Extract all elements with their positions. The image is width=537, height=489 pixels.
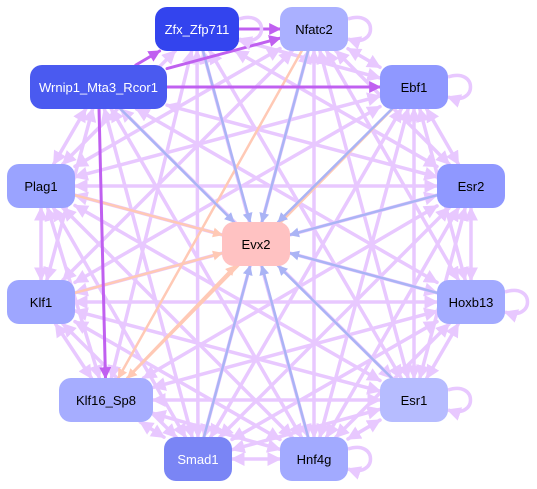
self-loop-ebf1	[446, 73, 473, 108]
edge-hoxb13-evx2	[288, 250, 439, 295]
node-klf1[interactable]: Klf1	[7, 280, 75, 324]
edge-esr1-evx2	[277, 264, 393, 380]
node-label: Evx2	[241, 236, 271, 252]
node-label: Klf16_Sp8	[76, 392, 136, 408]
node-label: Klf1	[29, 294, 53, 310]
edge-wrnip1-evx2	[119, 107, 236, 224]
node-wrnip1[interactable]: Wrnip1_Mta3_Rcor1	[30, 65, 167, 109]
edge-smad1-klf16	[138, 420, 166, 439]
edge-wrnip1-klf16	[97, 107, 112, 380]
edge-smad1-evx2	[202, 264, 253, 439]
edge-hnf4g-evx2	[259, 264, 310, 439]
node-label: Ebf1	[400, 79, 428, 95]
self-loop-esr1	[446, 386, 473, 421]
node-plag1[interactable]: Plag1	[7, 164, 75, 208]
node-smad1[interactable]: Smad1	[164, 437, 232, 481]
edge-ebf1-evx2	[276, 107, 394, 224]
node-label: Esr1	[400, 392, 428, 408]
self-loop-hoxb13	[503, 288, 530, 323]
edge-wrnip1-nfatc2	[165, 35, 282, 71]
edge-klf1-evx2	[73, 250, 224, 295]
node-zfx[interactable]: Zfx_Zfp711	[155, 7, 239, 51]
node-klf16[interactable]: Klf16_Sp8	[59, 378, 153, 422]
node-label: Smad1	[177, 451, 219, 467]
node-label: Nfatc2	[295, 21, 333, 37]
node-hnf4g[interactable]: Hnf4g	[280, 437, 348, 481]
self-loop-zfx	[237, 15, 264, 50]
self-loop-nfatc2	[346, 15, 373, 50]
node-esr2[interactable]: Esr2	[437, 164, 505, 208]
node-label: Wrnip1_Mta3_Rcor1	[39, 79, 158, 95]
edge-plag1-evx2	[73, 193, 224, 238]
edge-nfatc2-evx2	[259, 49, 310, 224]
node-nfatc2[interactable]: Nfatc2	[280, 7, 348, 51]
node-hoxb13[interactable]: Hoxb13	[437, 280, 505, 324]
edge-esr1-hnf4g	[346, 418, 382, 441]
node-esr1[interactable]: Esr1	[380, 378, 448, 422]
self-loop-hnf4g	[346, 445, 373, 480]
edge-wrnip1-zfx	[134, 49, 162, 67]
edge-nfatc2-klf16	[117, 49, 303, 380]
node-label: Hoxb13	[448, 294, 494, 310]
edge-zfx-evx2	[201, 49, 253, 224]
node-label: Esr2	[457, 178, 485, 194]
edge-esr2-evx2	[288, 193, 439, 238]
node-ebf1[interactable]: Ebf1	[380, 65, 448, 109]
node-label: Zfx_Zfp711	[164, 21, 230, 37]
edge-nfatc2-ebf1	[346, 46, 382, 70]
node-label: Hnf4g	[296, 451, 332, 467]
node-evx2[interactable]: Evx2	[222, 222, 290, 266]
node-label: Plag1	[24, 178, 58, 194]
edge-zfx-smad1	[190, 49, 205, 439]
